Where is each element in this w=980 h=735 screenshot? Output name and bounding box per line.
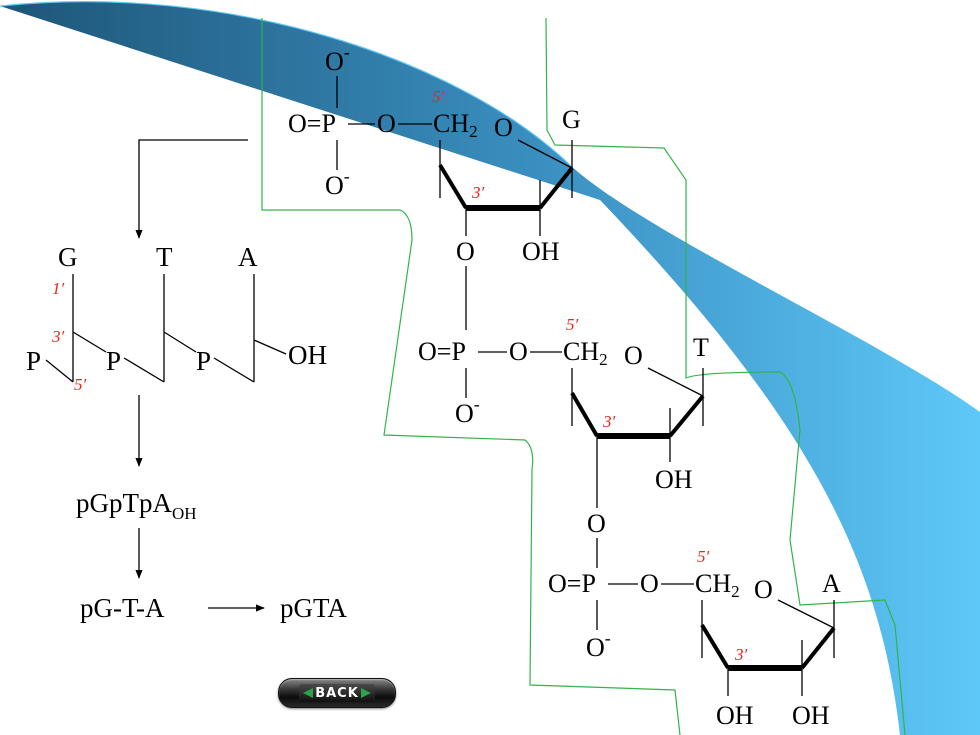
swoosh-edge (0, 1, 571, 166)
strand-base-t: T (156, 242, 173, 272)
right-arrow-icon (361, 688, 371, 698)
phosphate-group: O=P (418, 337, 466, 366)
back-button-label: BACK (315, 685, 359, 701)
notation-short: pG-T-A (80, 593, 165, 623)
phosphate-bottom-o: O- (455, 394, 480, 428)
ch2-group: CH2 (433, 109, 478, 141)
pos-5-label: 5′ (566, 315, 579, 334)
left-arrow-icon (303, 688, 313, 698)
base-label: T (693, 333, 709, 362)
hydroxyl-group: OH (655, 465, 693, 494)
hydroxyl-3-group: OH (716, 701, 754, 730)
region-outlines (261, 17, 906, 735)
pos-3-label: 3′ (734, 645, 748, 664)
phosphate-bottom-o: O- (325, 166, 350, 200)
linking-oxygen: O (456, 237, 475, 266)
linking-oxygen: O (587, 509, 606, 538)
strand-pos-1: 1′ (52, 279, 65, 298)
ring-oxygen: O (754, 575, 773, 604)
strand-pos-3: 3′ (51, 327, 65, 346)
ring-oxygen: O (494, 113, 513, 142)
phosphate-group: O=P (288, 109, 336, 138)
back-button-face[interactable]: BACK (299, 684, 375, 702)
pos-5-label: 5′ (697, 547, 710, 566)
phosphate-group: O=P (548, 569, 596, 598)
pos-3-label: 3′ (471, 183, 485, 202)
phosphate-bottom-o: O- (586, 628, 611, 662)
schematic: G T A 1′ 3′ 5′ P P P OH pGpTpAOH pG-T-A … (26, 139, 347, 623)
strand-base-a: A (238, 242, 258, 272)
base-label: G (562, 105, 581, 134)
bridge-oxygen: O (377, 109, 396, 138)
back-button[interactable]: BACK (278, 678, 396, 708)
nucleotide-a: O=P O O- 5′ CH2 O A 3′ OH (548, 547, 841, 730)
strand-base-g: G (58, 242, 78, 272)
strand-phosphate-3: P (196, 346, 211, 376)
pos-3-label: 3′ (602, 412, 616, 431)
ch2-group: CH2 (563, 337, 608, 369)
notation-result: pGTA (280, 593, 347, 623)
ring-oxygen: O (624, 341, 643, 370)
strand-pos-5: 5′ (74, 375, 87, 394)
ch2-group: CH2 (695, 569, 740, 601)
nucleotide-t: O=P O O- 5′ CH2 O T 3′ OH (418, 315, 709, 568)
flow-arrow-1 (135, 139, 248, 239)
molecule: O- O=P O O- 5′ CH2 O G (288, 42, 841, 730)
strand-backbone (45, 274, 287, 383)
hydroxyl-2-group: OH (792, 701, 830, 730)
bridge-oxygen: O (509, 337, 528, 366)
strand-phosphate-2: P (106, 346, 121, 376)
strand-terminal-oh: OH (288, 340, 327, 370)
bridge-oxygen: O (640, 569, 659, 598)
strand-phosphate-1: P (26, 346, 41, 376)
nucleotide-g: O- O=P O O- 5′ CH2 O G (288, 42, 581, 330)
pos-5-label: 5′ (432, 87, 445, 106)
base-label: A (822, 569, 841, 598)
hydroxyl-group: OH (522, 237, 560, 266)
phosphate-top-o: O- (325, 42, 350, 76)
notation-pgptpa: pGpTpAOH (76, 488, 197, 523)
